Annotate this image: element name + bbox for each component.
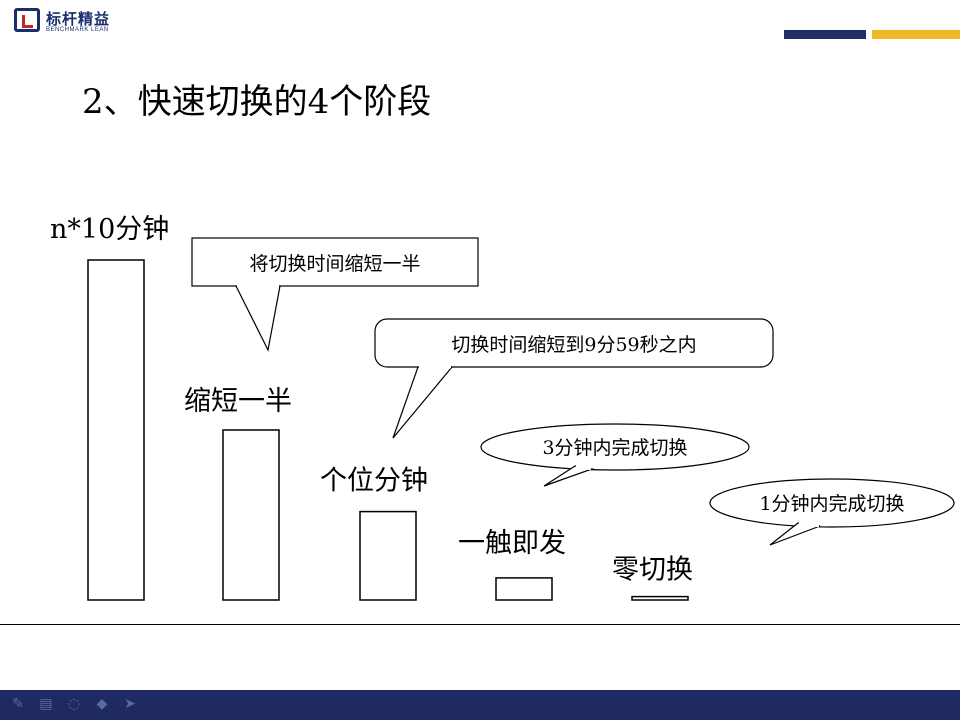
pointer-icon[interactable]: ➤ <box>124 696 136 712</box>
pen-icon[interactable]: ✎ <box>12 696 24 712</box>
callout-joint-3 <box>575 464 592 471</box>
marker-icon[interactable]: ◆ <box>96 696 108 712</box>
logo-chinese-name: 标杆精益 <box>46 10 111 28</box>
callout-pointer-1 <box>235 285 281 352</box>
logo-mark-icon <box>14 8 40 32</box>
callout-text-2: 切换时间缩短到9分59秒之内 <box>451 334 696 356</box>
bar-label-4: 一触即发 <box>458 528 566 559</box>
bar-1 <box>87 259 145 601</box>
callout-pointer-4 <box>769 522 821 546</box>
bar-label-2: 缩短一半 <box>184 386 292 417</box>
eraser-icon[interactable]: ◌ <box>67 696 81 712</box>
slide-icon[interactable]: ▤ <box>39 696 53 712</box>
callout-text-4: 1分钟内完成切换 <box>759 493 904 515</box>
callout-text-3: 3分钟内完成切换 <box>542 437 687 459</box>
bar-label-3: 个位分钟 <box>320 466 428 497</box>
accent-stripe-navy <box>784 30 866 39</box>
presentation-toolbar: ✎ ▤ ◌ ◆ ➤ <box>8 694 140 714</box>
brand-logo: 标杆精益 BENCHMARK LEAN <box>14 6 134 40</box>
callout-4: 1分钟内完成切换 <box>709 478 955 546</box>
bar-label-5: 零切换 <box>612 555 693 586</box>
callout-1: 将切换时间缩短一半 <box>191 237 479 352</box>
bar-2 <box>222 429 280 601</box>
bar-label-1: n*10分钟 <box>50 214 169 245</box>
logo-english-name: BENCHMARK LEAN <box>46 27 109 33</box>
callout-3: 3分钟内完成切换 <box>480 423 750 487</box>
callout-bubble-3 <box>480 423 750 471</box>
callout-pointer-2 <box>392 366 454 439</box>
bar-3 <box>359 510 417 601</box>
bar-4 <box>495 577 553 601</box>
callout-box-2 <box>374 318 774 368</box>
callout-text-1: 将切换时间缩短一半 <box>249 253 420 275</box>
callout-joint-4 <box>798 521 820 528</box>
callout-2: 切换时间缩短到9分59秒之内 <box>374 318 774 439</box>
callout-bubble-4 <box>709 478 955 528</box>
bar-5 <box>631 595 689 601</box>
accent-stripe-gold <box>872 30 960 39</box>
bottom-divider <box>0 624 960 625</box>
slide-title: 2、快速切换的4个阶段 <box>82 82 432 122</box>
slide-footer: ✎ ▤ ◌ ◆ ➤ <box>0 690 960 720</box>
callout-box-1 <box>191 237 479 287</box>
